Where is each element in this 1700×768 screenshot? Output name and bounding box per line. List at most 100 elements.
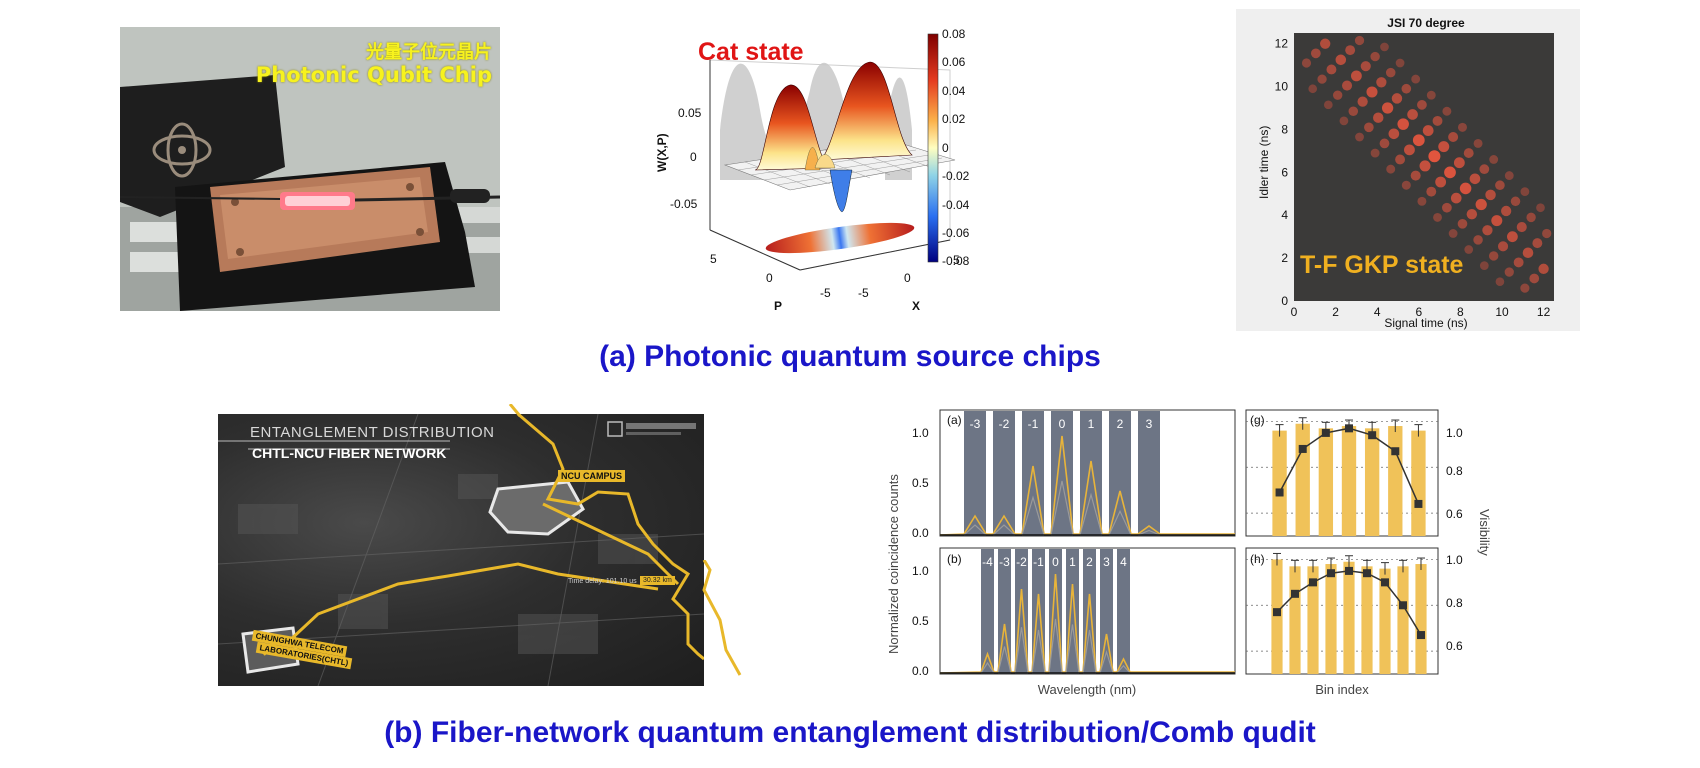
jsi-spot [1522,247,1534,259]
y-tick: 1.0 [912,426,929,440]
jsi-spot [1404,144,1415,156]
visibility-point [1391,447,1400,456]
jsi-spot [1497,241,1509,252]
visibility-point [1368,431,1377,440]
fiber-network-map: ENTANGLEMENT DISTRIBUTION CHTL-NCU FIBER… [218,414,704,686]
jsi-spot [1410,170,1421,181]
y-tick: 0.5 [912,476,929,490]
jsi-spot [1348,106,1359,117]
visibility-point [1363,569,1371,578]
jsi-spot [1491,215,1503,227]
visibility-point [1381,578,1389,587]
p-axis-label: P [774,299,782,313]
jsi-spot [1473,138,1483,148]
jsi-spot [1426,90,1436,100]
visibility-point [1417,631,1425,640]
vis-y-tick: 0.6 [1446,639,1463,653]
y-tick: 0.0 [912,526,929,540]
jsi-spot [1380,42,1389,52]
jsi-spot [1370,148,1380,158]
jsi-y-tick: 0 [1281,294,1288,308]
bin-window [1066,549,1079,674]
jsi-spot [1536,203,1545,213]
jsi-spot [1354,35,1365,46]
jsi-spot [1381,102,1394,114]
fiber-route-tail [702,560,742,676]
bin-label: 2 [1117,417,1124,431]
visibility-x-label: Bin index [1315,682,1369,697]
jsi-spot [1495,277,1505,287]
jsi-spot [1335,54,1347,66]
visibility-bar [1271,559,1283,674]
jsi-spot [1407,109,1418,120]
jsi-spot [1412,134,1425,147]
jsi-spot [1507,231,1518,243]
visibility-bar [1361,566,1373,674]
visibility-bar [1325,564,1337,674]
bin-label: -3 [970,417,981,431]
visibility-point [1327,569,1335,578]
visibility-bar [1388,426,1403,536]
colorbar-tick: 0.04 [942,84,966,98]
jsi-spot [1479,261,1489,270]
y-tick: 0.5 [912,614,929,628]
jsi-spot [1401,180,1411,190]
photonic-chip-photo: 光量子位元晶片 Photonic Qubit Chip [120,27,500,311]
visibility-bar [1379,568,1391,674]
y-tick: 0.0 [912,664,929,678]
bin-window [981,549,994,674]
vis-y-tick: 1.0 [1446,426,1463,440]
jsi-x-tick: 2 [1332,305,1339,319]
jsi-x-tick: 4 [1374,305,1381,319]
visibility-point [1345,566,1353,575]
jsi-spot [1428,150,1441,163]
jsi-y-tick: 8 [1281,122,1288,136]
visibility-bar [1307,566,1319,674]
jsi-spot [1466,208,1478,220]
jsi-spot [1417,99,1427,110]
gkp-state-label: T-F GKP state [1300,251,1464,279]
ncu-campus-label: NCU CAMPUS [558,470,626,482]
jsi-spot [1475,198,1487,211]
jsi-spot [1376,77,1387,88]
jsi-spot [1488,251,1499,261]
jsi-spot [1542,228,1552,239]
jsi-spot [1495,180,1505,191]
jsi-spot [1532,238,1543,249]
bin-window [1117,549,1130,674]
visibility-point [1345,424,1353,433]
coincidence-trace-max [939,435,1235,536]
jsi-x-tick: 10 [1495,305,1509,319]
visibility-bar [1411,430,1426,536]
jsi-spot [1538,263,1549,274]
jsi-spot [1386,164,1396,174]
jsi-spot [1339,116,1349,126]
visibility-point [1309,578,1317,587]
visibility-bottom-tag: (h) [1250,552,1265,566]
jsi-spot [1357,96,1368,107]
jsi-spot [1450,192,1462,204]
jsi-spot [1448,229,1458,238]
jsi-x-tick: 12 [1537,305,1551,319]
jsi-x-tick: 0 [1291,305,1298,319]
visibility-bar [1272,430,1287,536]
jsi-spot [1351,70,1362,82]
visibility-top-tag: (g) [1250,413,1265,427]
jsi-spot [1417,196,1427,206]
jsi-spot [1397,118,1409,130]
spectrum-x-label: Wavelength (nm) [1038,682,1137,697]
jsi-spot [1442,202,1452,213]
bin-label: 1 [1088,417,1095,431]
visibility-bar [1397,566,1409,674]
jsi-spot [1520,283,1530,293]
jsi-spot [1426,186,1437,197]
jsi-spot [1419,160,1431,172]
jsi-spot [1501,205,1512,217]
distance-label: 30.32 km [640,576,675,585]
jsi-spot [1526,212,1536,223]
jsi-spot [1444,166,1456,179]
z-tick: -0.05 [670,197,698,211]
jsi-spot [1301,58,1312,68]
coincidence-trace-max [939,573,1235,674]
